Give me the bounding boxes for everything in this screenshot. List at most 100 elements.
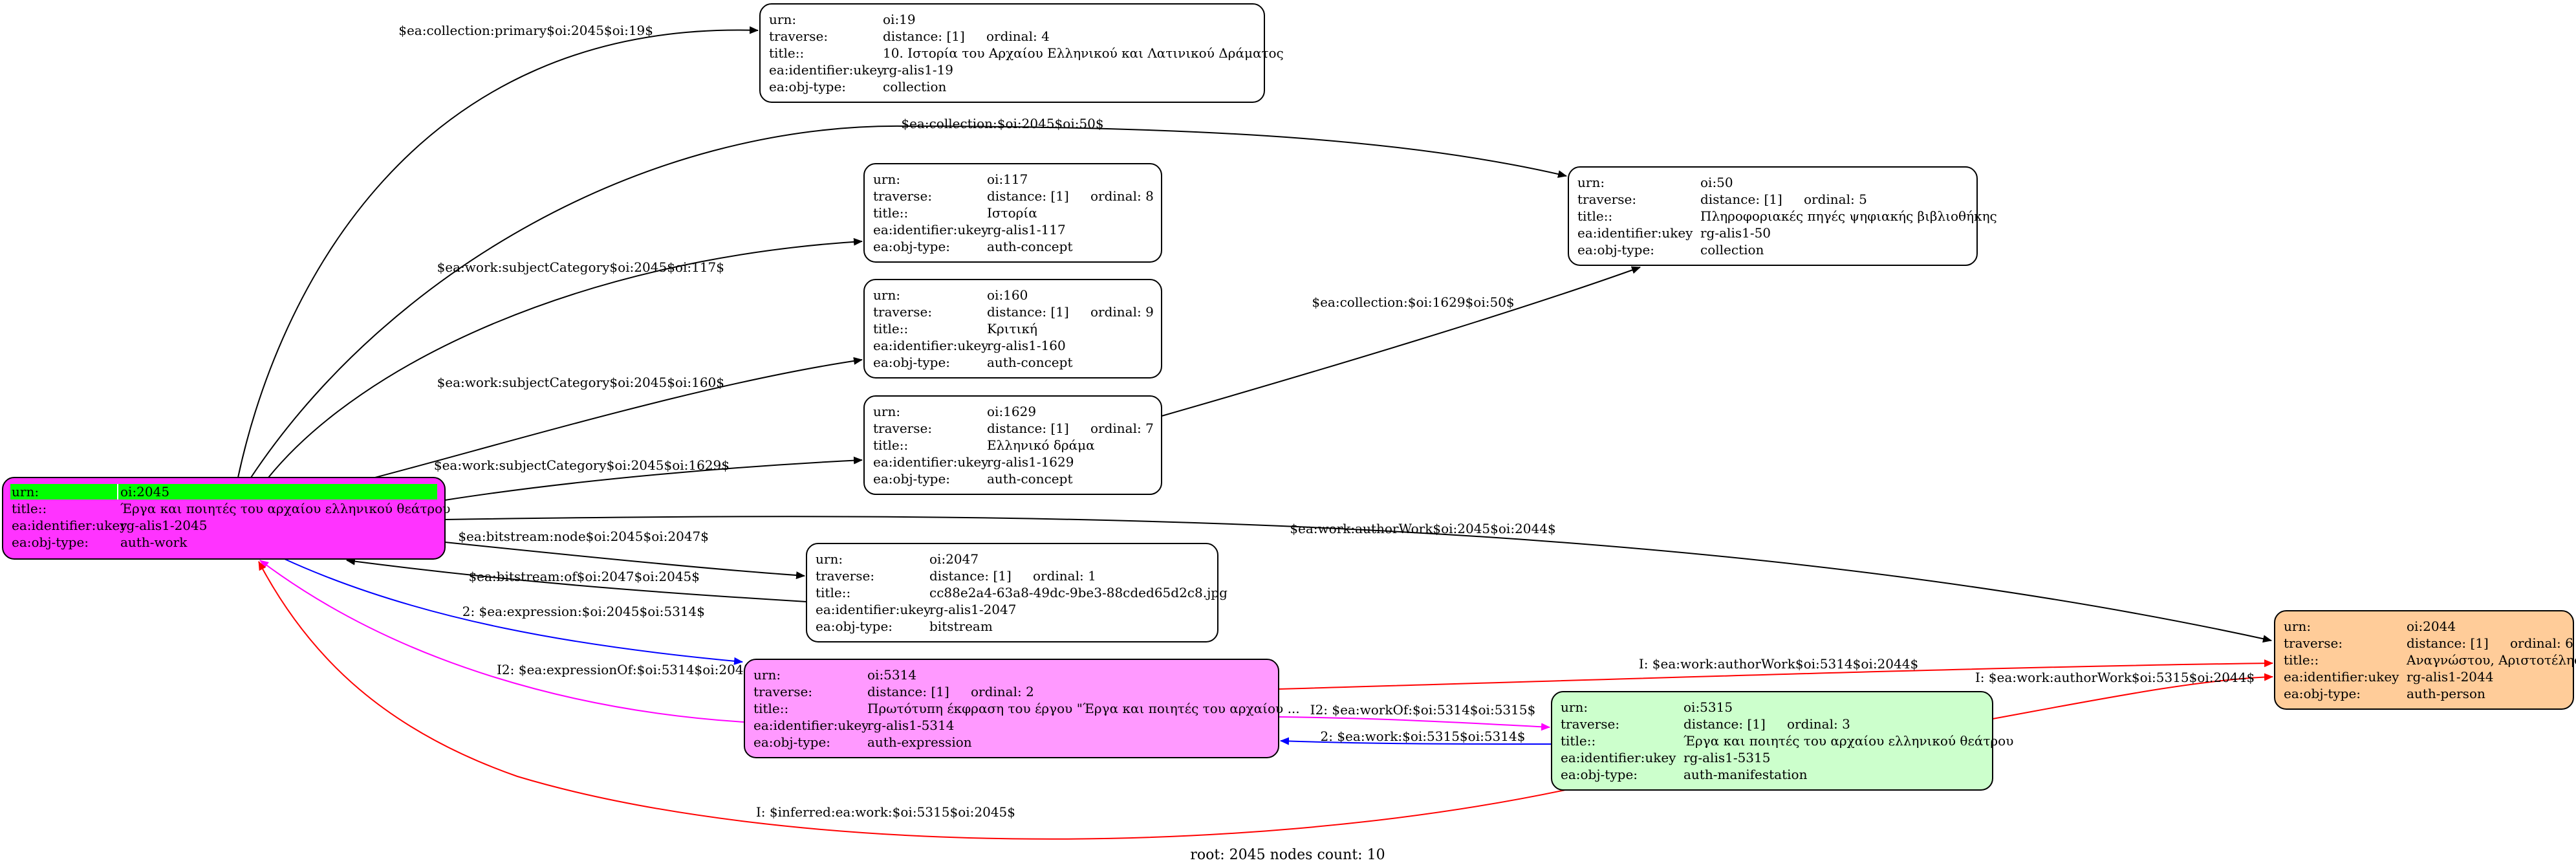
field-value: rg-alis1-160 [987, 338, 1066, 353]
field-key: traverse: [769, 28, 828, 44]
edge-label: $ea:work:authorWork$oi:2045$oi:2044$ [1290, 521, 1555, 536]
edge-label: $ea:collection:$oi:1629$oi:50$ [1312, 294, 1514, 310]
field-value: distance: [1] [987, 304, 1069, 320]
field-value: oi:19 [883, 12, 916, 27]
field-key: ea:identifier:ukey [873, 222, 989, 237]
field-key: urn: [753, 667, 781, 683]
edge-label: I: $inferred:ea:work:$oi:5315$oi:2045$ [756, 804, 1015, 820]
field-value: Πληροφοριακές πηγές ψηφιακής βιβλιοθήκης [1700, 208, 1997, 224]
field-value: rg-alis1-117 [987, 222, 1066, 237]
edge-oi2045-to-oi19 [237, 26, 759, 478]
field-key: ea:identifier:ukey [873, 454, 989, 470]
edge-label: $ea:bitstream:node$oi:2045$oi:2047$ [458, 529, 709, 544]
field-value: rg-alis1-50 [1700, 225, 1771, 241]
field-value: Έργα και ποιητές του αρχαίου ελληνικού θ… [120, 501, 450, 516]
edges-layer [237, 26, 2273, 840]
footer-node-count: root: 2045 nodes count: 10 [1190, 847, 1385, 863]
edge-label: $ea:bitstream:of$oi:2047$oi:2045$ [468, 569, 700, 584]
field-value: distance: [1] [1683, 716, 1766, 732]
edge-oi5314-to-oi5315 [1278, 716, 1550, 731]
field-value: distance: [1] [929, 568, 1012, 584]
field-key: traverse: [816, 568, 874, 584]
field-key: ea:obj-type: [2284, 686, 2361, 701]
field-key: title:: [769, 45, 804, 61]
field-key: ea:obj-type: [12, 534, 89, 550]
edge-oi2045-to-oi50 [250, 125, 1567, 478]
field-key: urn: [1561, 699, 1588, 715]
edge-label: 2: $ea:expression:$oi:2045$oi:5314$ [462, 604, 705, 619]
field-value: Αναγνώστου, Αριστοτέλης [2406, 652, 2576, 668]
field-value-ordinal: ordinal: 3 [1787, 716, 1850, 732]
field-key: traverse: [873, 188, 932, 204]
field-value: distance: [1] [987, 188, 1069, 204]
field-value: rg-alis1-2045 [120, 518, 207, 533]
field-value-ordinal: ordinal: 6 [2510, 635, 2573, 651]
field-value: auth-person [2407, 686, 2485, 701]
field-value: Κριτική [987, 321, 1037, 336]
edge-oi5314-to-oi2044 [1278, 659, 2273, 690]
field-value: auth-expression [867, 734, 972, 750]
node-box [1551, 691, 1993, 791]
field-key: title:: [753, 701, 788, 716]
field-key: urn: [873, 287, 900, 303]
edge-oi2045-to-oi117 [268, 237, 863, 478]
field-value: distance: [1] [987, 421, 1069, 436]
field-value: rg-alis1-2044 [2407, 669, 2493, 685]
field-value: auth-manifestation [1683, 767, 1808, 782]
field-key: title:: [873, 205, 908, 221]
field-value: Πρωτότυπη έκφραση του έργου "Έργα και πο… [867, 701, 1300, 716]
field-key: ea:obj-type: [753, 734, 830, 750]
field-key: traverse: [1561, 716, 1619, 732]
edge-oi2045-to-oi1629 [444, 456, 863, 501]
field-key: urn: [873, 171, 900, 187]
edge-label: I: $ea:work:authorWork$oi:5315$oi:2044$ [1975, 670, 2255, 685]
field-value: Ελληνικό δράμα [987, 437, 1095, 453]
field-value: distance: [1] [867, 684, 949, 699]
field-value: oi:2045 [120, 484, 169, 499]
field-key: ea:identifier:ukey [873, 338, 989, 353]
edge-oi5315-to-oi2044 [1992, 673, 2273, 719]
field-value-ordinal: ordinal: 9 [1090, 304, 1154, 320]
field-key: title:: [873, 321, 908, 336]
field-value: oi:1629 [987, 404, 1036, 419]
field-value-ordinal: ordinal: 2 [971, 684, 1034, 699]
node-box [744, 659, 1279, 758]
field-value: rg-alis1-5314 [867, 718, 954, 733]
field-value: bitstream [929, 619, 993, 634]
field-key: ea:identifier:ukey [2284, 669, 2399, 685]
edge-label: I2: $ea:workOf:$oi:5314$oi:5315$ [1310, 702, 1536, 718]
edge-oi2045-to-oi160 [374, 357, 863, 478]
node-box [863, 163, 1162, 263]
edge-label: $ea:work:subjectCategory$oi:2045$oi:160$ [437, 375, 724, 390]
node-box [863, 395, 1162, 495]
node-box [759, 3, 1265, 103]
field-key: urn: [816, 551, 843, 567]
edge-oi2045-to-oi2044 [444, 516, 2272, 643]
field-value: rg-alis1-5315 [1683, 750, 1770, 765]
field-value: collection [883, 79, 947, 94]
field-value: 10. Ιστορία του Αρχαίου Ελληνικού και Λα… [883, 45, 1284, 61]
field-key: traverse: [873, 304, 932, 320]
field-key: ea:obj-type: [873, 239, 950, 254]
edge-oi2047-to-oi2045 [346, 557, 807, 602]
node-box [1568, 166, 1978, 266]
field-value: Ιστορία [987, 205, 1037, 221]
field-value-ordinal: ordinal: 4 [986, 28, 1050, 44]
edge-label: 2: $ea:work:$oi:5315$oi:5314$ [1321, 729, 1526, 744]
field-value: distance: [1] [2407, 635, 2489, 651]
node-box [2274, 610, 2574, 710]
field-value: oi:2044 [2407, 619, 2456, 634]
field-key: urn: [12, 484, 39, 499]
